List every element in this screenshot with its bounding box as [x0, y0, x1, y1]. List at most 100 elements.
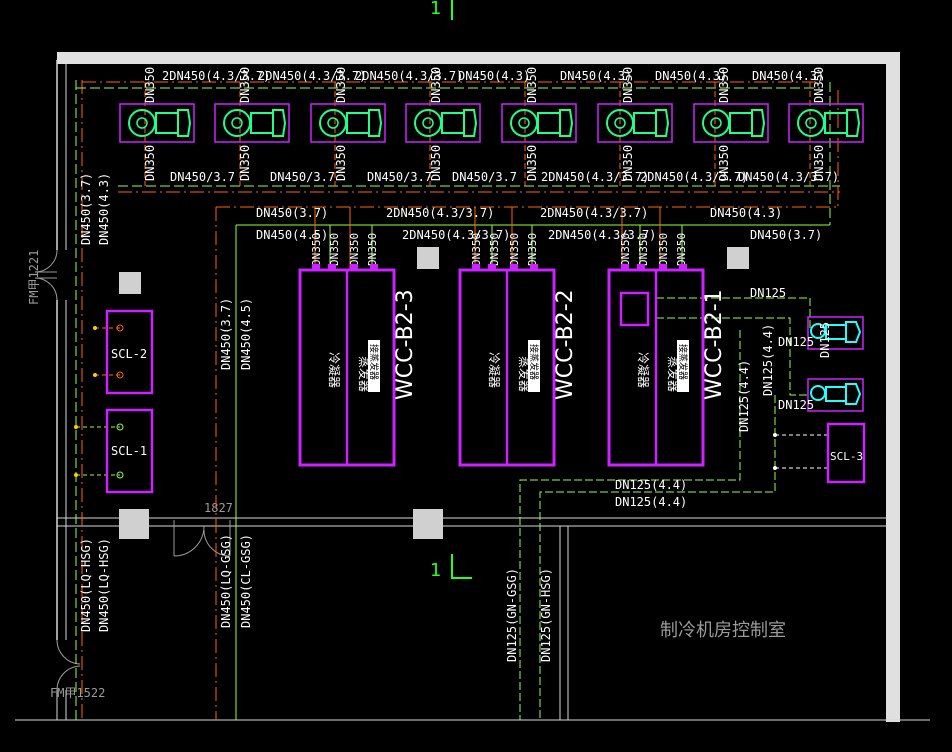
door-fm1522: FM甲1522: [50, 639, 105, 700]
pump-bottom-label: DN350: [429, 145, 443, 181]
chiller-name: WCC-B2-3: [393, 289, 418, 400]
door-fm1221: FM甲1221: [27, 250, 58, 305]
return-labels: DN450/3.7 DN450/3.7 DN450/3.7 DN450/3.7 …: [170, 170, 839, 184]
row4-pipe-label: 2DN450(4.3/3.7): [402, 228, 510, 242]
row4-pipe-label: 2DN450(4.3/3.7): [548, 228, 656, 242]
chiller-conn-label: DN350: [619, 233, 632, 266]
scl-2-label: SCL-2: [111, 347, 147, 361]
small-pump-2: [807, 378, 864, 412]
door-label-fm1522: FM甲1522: [50, 686, 105, 700]
header-pipe-label: DN450(4.3): [560, 69, 632, 83]
top-wall: [57, 52, 890, 64]
row4-pipe-label: DN450(3.7): [750, 228, 822, 242]
dn125-labels: DN125 DN125 DN125 DN125 DN125(4.4) DN125…: [615, 286, 832, 509]
door-1827: 1827: [173, 501, 233, 557]
vpipe-label: DN450(LQ-HSG): [79, 538, 93, 632]
pump-top-label: DN350: [621, 67, 635, 103]
scl-1: SCL-1: [74, 408, 154, 494]
chiller-tag: 接蒸发器: [368, 344, 380, 380]
pump-top-label: DN350: [525, 67, 539, 103]
walls: [15, 52, 930, 722]
vpipe-label: DN450(4.5): [239, 298, 253, 370]
return-pipe-label: DN450/3.7: [367, 170, 432, 184]
header-pipe-label: DN450(4.3): [752, 69, 824, 83]
vpipe-label: DN450(3.7): [79, 173, 93, 245]
chiller-name: WCC-B2-2: [553, 289, 578, 400]
pump-bottom-label: DN350: [525, 145, 539, 181]
return-pipe-label: 2DN450(4.3/3.7): [541, 170, 649, 184]
return-pipe-label: DN450/3.7: [452, 170, 517, 184]
dn125-label: DN125: [818, 322, 832, 358]
small-pump-1: [807, 316, 864, 350]
chiller-conn-label: DN350: [328, 233, 341, 266]
chiller-conn-labels: DN350 DN350 DN350 DN350 DN350 DN350 DN350 DN350…: [310, 233, 688, 266]
chiller-tag: 接蒸发器: [528, 344, 540, 380]
pump-top-label: DN350: [334, 67, 348, 103]
row3-pipe-label: DN450(4.3): [710, 206, 782, 220]
chiller-name: WCC-B2-1: [702, 289, 727, 400]
vpipe-label: DN450(CL-GSG): [239, 534, 253, 628]
scl-3-label: SCL-3: [830, 450, 863, 463]
door-label-fm1221: FM甲1221: [27, 250, 41, 305]
axis-mark-bottom: 1: [430, 560, 441, 581]
row4-labels: DN450(4.5) 2DN450(4.3/3.7) 2DN450(4.3/3.…: [256, 228, 822, 242]
scl-2: SCL-2: [93, 309, 154, 395]
pump-top-label: DN350: [429, 67, 443, 103]
chiller-conn-label: DN350: [470, 233, 483, 266]
return-pipe-label: DN450(4.3/3.7): [738, 170, 839, 184]
row3-pipe-label: 2DN450(4.3/3.7): [540, 206, 648, 220]
pump-top-label: DN350: [238, 67, 252, 103]
chiller-tag: 接蒸发器: [677, 344, 689, 380]
header-pipe-label: 2DN450(4.3/3.7): [258, 69, 366, 83]
chiller-conn-label: DN350: [488, 233, 501, 266]
pump-bottom-label: DN350: [238, 145, 252, 181]
return-pipe-label: DN450/3.7: [270, 170, 335, 184]
row3-pipe-label: DN450(3.7): [256, 206, 328, 220]
pump-row: DN350DN350DN350DN350DN350DN350DN350DN350…: [119, 67, 864, 181]
row3-labels: DN450(3.7) 2DN450(4.3/3.7) 2DN450(4.3/3.…: [256, 206, 782, 220]
condenser-label: 冷凝器: [327, 352, 342, 388]
row4-pipe-label: DN450(4.5): [256, 228, 328, 242]
pump-bottom-label: DN350: [143, 145, 157, 181]
vertical-labels: DN450(3.7) DN450(4.3) DN450(3.7) DN450(4…: [79, 173, 775, 662]
dn125-label: DN125: [778, 335, 814, 349]
vpipe-label: DN125(4.4): [737, 360, 751, 432]
vpipe-label: DN125(4.4): [761, 324, 775, 396]
chiller-conn-label: DN350: [657, 233, 670, 266]
condenser-label: 冷凝器: [636, 352, 651, 388]
pump-bottom-label: DN350: [717, 145, 731, 181]
scl-3: SCL-3: [773, 422, 866, 484]
chiller-conn-label: DN350: [508, 233, 521, 266]
chiller-conn-label: DN350: [675, 233, 688, 266]
header-pipe-label: 2DN450(4.3/3.7): [162, 69, 270, 83]
chiller-conn-label: DN350: [310, 233, 323, 266]
pump-bottom-label: DN350: [621, 145, 635, 181]
chiller-conn-label: DN350: [348, 233, 361, 266]
return-pipe-label: DN450/3.7: [170, 170, 235, 184]
header-pipe-label: 2DN450(4.3/3.7): [355, 69, 463, 83]
row3-pipe-label: 2DN450(4.3/3.7): [386, 206, 494, 220]
axis-line-bottom: [451, 554, 472, 579]
pipelines: [75, 80, 840, 720]
pump-top-label: DN350: [717, 67, 731, 103]
scl-1-label: SCL-1: [111, 444, 147, 458]
dn125-label: DN125(4.4): [615, 495, 687, 509]
axis-mark-top: 1: [430, 0, 441, 19]
pump-bottom-label: DN350: [812, 145, 826, 181]
control-box: [619, 291, 650, 327]
header-labels: 2DN450(4.3/3.7) 2DN450(4.3/3.7) 2DN450(4…: [162, 69, 824, 83]
return-pipe-label: 2DN450(4.3/3.7): [640, 170, 748, 184]
pump-top-label: DN350: [812, 67, 826, 103]
